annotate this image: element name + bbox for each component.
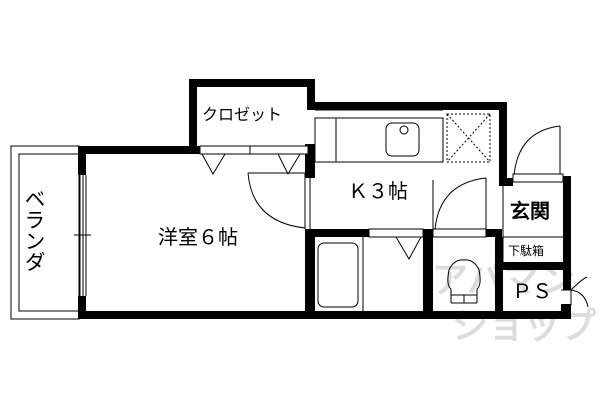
toilet-room bbox=[447, 259, 481, 304]
kitchen-label: Ｋ３帖 bbox=[348, 179, 408, 203]
bathroom bbox=[317, 228, 424, 311]
veranda-label: ベランダ bbox=[22, 188, 46, 272]
walls bbox=[78, 79, 571, 319]
ps-door[interactable] bbox=[561, 276, 589, 308]
sink bbox=[385, 122, 420, 157]
front-door[interactable] bbox=[502, 125, 564, 262]
bathtub bbox=[317, 242, 359, 308]
toilet bbox=[447, 259, 481, 303]
room-door[interactable] bbox=[247, 172, 311, 229]
entrance-label: 玄関 bbox=[510, 199, 550, 223]
veranda bbox=[10, 145, 80, 320]
closet-label: クロゼット bbox=[202, 105, 282, 124]
shoe-box-label: 下駄箱 bbox=[508, 243, 544, 258]
kitchen-counter bbox=[314, 109, 491, 163]
bathroom-door[interactable] bbox=[432, 177, 487, 238]
closet-doors[interactable] bbox=[199, 145, 309, 176]
veranda-window bbox=[74, 175, 91, 296]
stove-space bbox=[446, 113, 491, 163]
pipe-space-label: ＰＳ bbox=[512, 279, 552, 303]
western-room-label: 洋室６帖 bbox=[158, 225, 238, 249]
